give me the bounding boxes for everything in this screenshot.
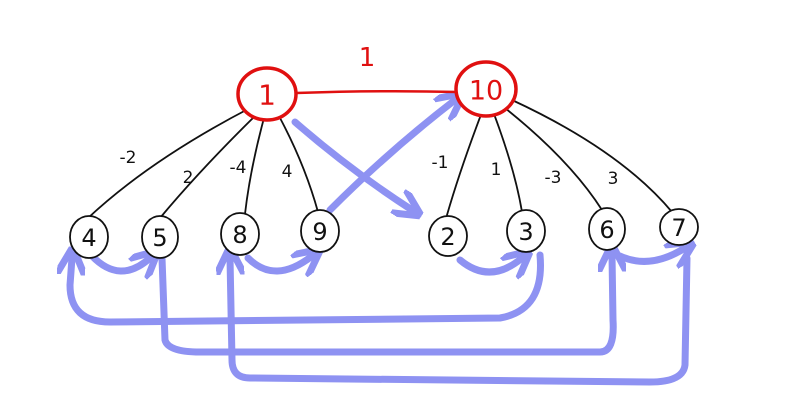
- node-9: 9: [300, 209, 340, 253]
- edge-1-8: [244, 117, 265, 215]
- arrow-8-to-9: [244, 256, 312, 271]
- edge-1-4: [87, 107, 251, 219]
- node-9-label: 9: [312, 218, 327, 246]
- weight-10-7: 3: [608, 169, 619, 189]
- node-8-label: 8: [232, 221, 247, 249]
- node-6: 6: [588, 207, 626, 251]
- root-node-1: 1: [236, 66, 298, 122]
- arrow-layer: [70, 100, 691, 386]
- root-node-1-label: 1: [258, 79, 276, 112]
- arrow-6-to-7: [616, 248, 685, 261]
- root-edge-weight: 1: [359, 43, 376, 73]
- weight-10-3: 1: [491, 160, 502, 180]
- node-2-label: 2: [440, 223, 455, 251]
- weight-1-5: 2: [183, 168, 194, 188]
- arrow-9-to-10: [326, 100, 455, 214]
- weight-10-6: -3: [545, 168, 562, 188]
- tree-edge-layer: [87, 99, 673, 219]
- weight-1-9: 4: [282, 162, 293, 182]
- node-7: 7: [659, 208, 699, 246]
- node-5: 5: [141, 215, 179, 259]
- node-5-label: 5: [152, 224, 167, 252]
- edge-10-3: [493, 113, 523, 213]
- node-8: 8: [220, 212, 260, 256]
- arrow-5-to-6: [158, 255, 613, 356]
- arrow-4-to-5: [88, 256, 150, 271]
- node-4-label: 4: [81, 224, 96, 252]
- node-2: 2: [428, 215, 468, 257]
- weight-10-2: -1: [432, 153, 449, 173]
- root-edge: [294, 89, 460, 95]
- edge-1-9: [279, 117, 319, 213]
- root-node-10-label: 10: [469, 76, 503, 107]
- arrow-1-to-2: [291, 118, 412, 210]
- edge-weight-layer: -2 2 -4 4 -1 1 -3 3: [120, 148, 619, 189]
- node-3: 3: [506, 209, 546, 253]
- arrow-7-to-8: [230, 258, 691, 386]
- node-7-label: 7: [671, 214, 686, 242]
- node-6-label: 6: [599, 216, 614, 244]
- arrow-2-to-3: [456, 258, 522, 272]
- node-3-label: 3: [518, 218, 533, 246]
- edge-10-7: [511, 99, 673, 213]
- weight-1-8: -4: [230, 158, 247, 178]
- edge-10-2: [446, 111, 483, 216]
- node-4: 4: [69, 215, 109, 259]
- arrow-3-to-4: [70, 255, 544, 326]
- weight-1-4: -2: [120, 148, 137, 168]
- edge-1-5: [159, 113, 258, 219]
- edge-10-6: [504, 107, 603, 211]
- root-node-10: 10: [454, 60, 518, 118]
